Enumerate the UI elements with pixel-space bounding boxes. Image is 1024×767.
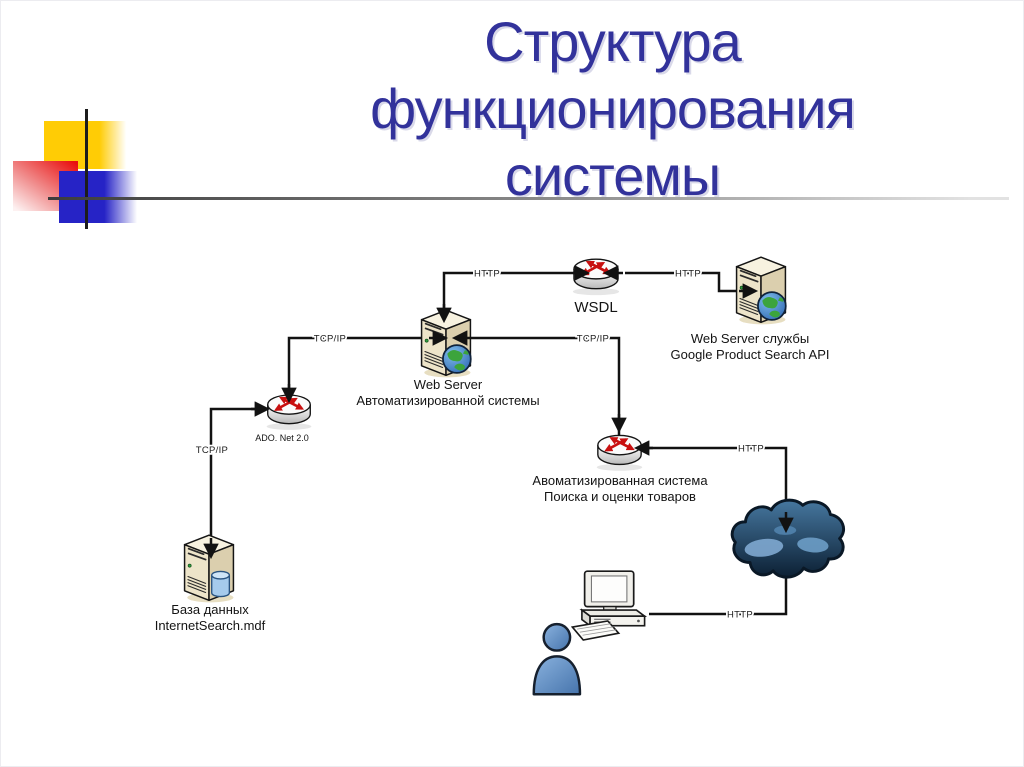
edge-webserver-to-wsdl [442,271,596,318]
arrowheads [203,265,794,560]
decoration-vertical-line [85,109,88,229]
web-server-as-label-1: Web Server [414,377,483,392]
edge-label-tcpip-database: TCP/IP [196,445,228,456]
google-web-server-label-1: Web Server службы [691,331,809,346]
web-server-as-icon [422,310,471,377]
slide-title: Структура функционирования системы [206,8,1019,209]
edge-label-http-user: HTTP [727,610,753,621]
edge-ado-to-database [209,407,263,553]
ado-net-router-icon [267,395,312,430]
edge-label-tcpip-right: TCP/IP [577,334,609,345]
ado-net-router-label: ADO. Net 2.0 [255,433,309,443]
edge-labels: HTTP HTTP TCP/IP TCP/IP TCP/IP HTTP HTTP [194,267,765,623]
decoration-horizontal-rule [48,197,1009,200]
user-computer-icon [571,570,646,641]
database-server-icon [185,535,234,602]
internet-cloud-icon [730,498,846,579]
wsdl-router-icon [573,259,619,295]
slide-title-line-1: Структура [484,10,742,73]
google-web-server-label-2: Google Product Search API [671,347,830,362]
search-system-router-label-2: Поиска и оценки товаров [544,489,696,504]
edge-label-http-wsdl-right: HTTP [675,269,701,280]
slide-title-line-3: системы [504,144,721,207]
database-server-label-2: InternetSearch.mdf [155,618,266,633]
node-labels: WSDL Web Server Автоматизированной систе… [155,299,830,633]
search-system-router-label-1: Авоматизированная система [532,473,708,488]
edge-label-tcpip-left: TCP/IP [314,334,346,345]
user-person-icon [532,622,582,696]
wsdl-router-label: WSDL [574,299,617,316]
web-server-as-label-2: Автоматизированной системы [356,393,539,408]
edge-label-http-cloud: HTTP [738,444,764,455]
diagram-nodes [185,257,846,696]
slide-title-line-2: функционирования [370,77,856,140]
database-server-label-1: База данных [171,602,249,617]
network-diagram: HTTP HTTP TCP/IP TCP/IP TCP/IP HTTP HTTP… [155,208,846,696]
search-system-router-icon [597,435,643,470]
connection-lines [209,271,788,616]
edge-label-http-wsdl-left: HTTP [474,269,500,280]
